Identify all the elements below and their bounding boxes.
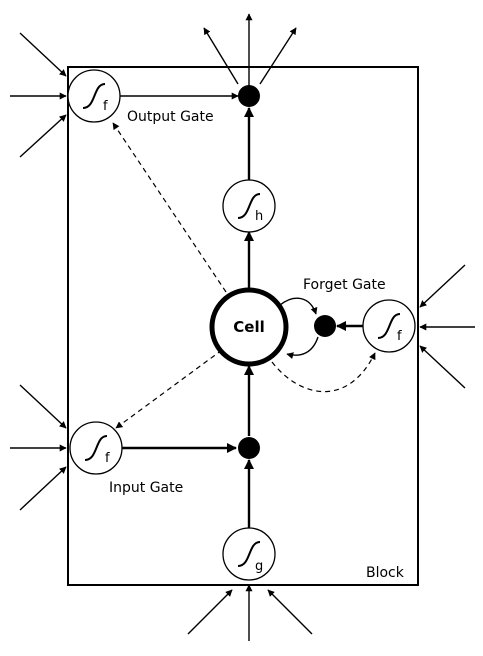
sigmoid-curve-icon bbox=[377, 313, 401, 339]
forget-multiplier-node bbox=[314, 315, 336, 337]
peephole-to-input-gate bbox=[115, 349, 223, 429]
output-gate-external-inputs bbox=[10, 32, 67, 158]
forget-multiplier-to-cell-loop bbox=[286, 336, 319, 360]
svg-text:g: g bbox=[255, 559, 263, 574]
block-border bbox=[67, 66, 419, 586]
h-squash-node: h bbox=[222, 179, 276, 233]
cell-input-external-inputs bbox=[187, 584, 313, 641]
svg-text:f: f bbox=[103, 99, 108, 114]
forget-gate-label: Forget Gate bbox=[303, 277, 386, 293]
input-gate-label: Input Gate bbox=[109, 480, 183, 496]
sigmoid-curve-icon bbox=[237, 193, 261, 219]
cell-to-forget-multiplier-loop bbox=[279, 297, 318, 315]
peephole-to-output-gate bbox=[112, 122, 227, 293]
cell-label: Cell bbox=[233, 318, 264, 336]
sigmoid-curve-icon bbox=[84, 435, 108, 461]
svg-text:f: f bbox=[105, 451, 110, 466]
forget-gate-external-inputs bbox=[419, 264, 475, 389]
output-multiplier-node bbox=[238, 85, 260, 107]
g-squash-node: g bbox=[222, 527, 276, 581]
output-gate-node: f bbox=[67, 69, 121, 123]
input-multiplier-node bbox=[238, 437, 260, 459]
svg-text:h: h bbox=[255, 209, 263, 224]
input-gate-external-inputs bbox=[10, 384, 67, 511]
sigmoid-curve-icon bbox=[237, 541, 261, 567]
output-gate-label: Output Gate bbox=[127, 109, 214, 125]
cell-node: Cell bbox=[209, 287, 289, 367]
block-label: Block bbox=[366, 565, 405, 581]
sigmoid-curve-icon bbox=[82, 83, 106, 109]
peephole-to-forget-gate bbox=[271, 352, 376, 393]
block-outputs bbox=[203, 13, 297, 94]
svg-text:f: f bbox=[397, 329, 402, 344]
forget-gate-node: f bbox=[362, 299, 416, 353]
input-gate-node: f bbox=[69, 421, 123, 475]
